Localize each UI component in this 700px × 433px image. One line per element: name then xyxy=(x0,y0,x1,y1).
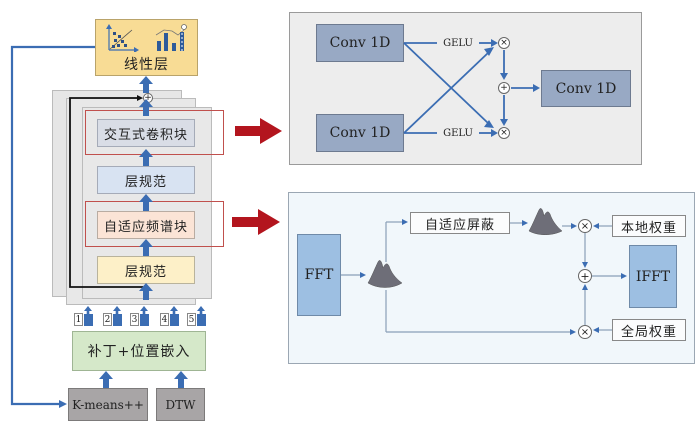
patch-token-4 xyxy=(170,314,179,326)
multiply-symbol: × xyxy=(500,38,508,48)
patch-token-2 xyxy=(113,314,122,326)
local-weight-box: 本地权重 xyxy=(612,215,686,237)
add-symbol: + xyxy=(500,83,508,93)
patch-position-embedding: 补丁+位置嵌入 xyxy=(72,331,206,371)
scatter-plot-icon xyxy=(106,24,139,52)
global-weight-box: 全局权重 xyxy=(612,319,686,341)
kmeans-box: K-means++ xyxy=(68,388,148,421)
callout-arrow-conv xyxy=(235,118,282,144)
layer-norm-bottom: 层规范 xyxy=(97,256,195,284)
callout-arrow-spectral xyxy=(232,209,280,235)
patch-token-3 xyxy=(140,314,149,326)
gelu-top-label: GELU xyxy=(437,36,479,50)
dtw-box: DTW xyxy=(156,388,205,421)
conv1d-top: Conv 1D xyxy=(316,24,404,62)
patch-label-2: 2 xyxy=(103,313,112,326)
spectral-multiply-global: × xyxy=(578,325,592,339)
ifft-box: IFFT xyxy=(629,245,677,308)
bar-chart-icon xyxy=(155,24,187,51)
multiply-symbol: × xyxy=(580,220,590,232)
layer-norm-top: 层规范 xyxy=(97,166,195,194)
linear-layer-box: 线性层 xyxy=(95,19,198,76)
linear-layer-label: 线性层 xyxy=(124,57,169,73)
patch-label-5: 5 xyxy=(187,313,196,326)
conv-multiply-top: × xyxy=(498,37,510,49)
gelu-bottom-label: GELU xyxy=(437,126,479,140)
interactive-conv-block: 交互式卷积块 xyxy=(97,119,195,147)
conv1d-bottom: Conv 1D xyxy=(316,114,404,152)
spectral-add-node: + xyxy=(578,269,592,283)
arrow-dtw-up xyxy=(174,371,188,388)
conv1d-output: Conv 1D xyxy=(541,70,631,107)
patch-token-1 xyxy=(84,314,93,326)
multiply-symbol: × xyxy=(580,326,590,338)
add-symbol: + xyxy=(580,269,590,283)
arrow-kmeans-up xyxy=(99,371,113,388)
conv-add-node: + xyxy=(498,82,510,94)
spectral-multiply-local: × xyxy=(578,219,592,233)
adaptive-spectral-block: 自适应频谱块 xyxy=(97,211,195,239)
patch-label-3: 3 xyxy=(130,313,139,326)
patch-label-4: 4 xyxy=(160,313,169,326)
residual-add-symbol: + xyxy=(144,92,152,103)
conv-multiply-bottom: × xyxy=(498,127,510,139)
patch-label-1: 1 xyxy=(74,313,83,326)
patch-token-5 xyxy=(197,314,206,326)
multiply-symbol: × xyxy=(500,128,508,138)
adaptive-mask-box: 自适应屏蔽 xyxy=(410,212,510,234)
residual-add-node: + xyxy=(143,93,153,103)
fft-box: FFT xyxy=(297,234,341,316)
